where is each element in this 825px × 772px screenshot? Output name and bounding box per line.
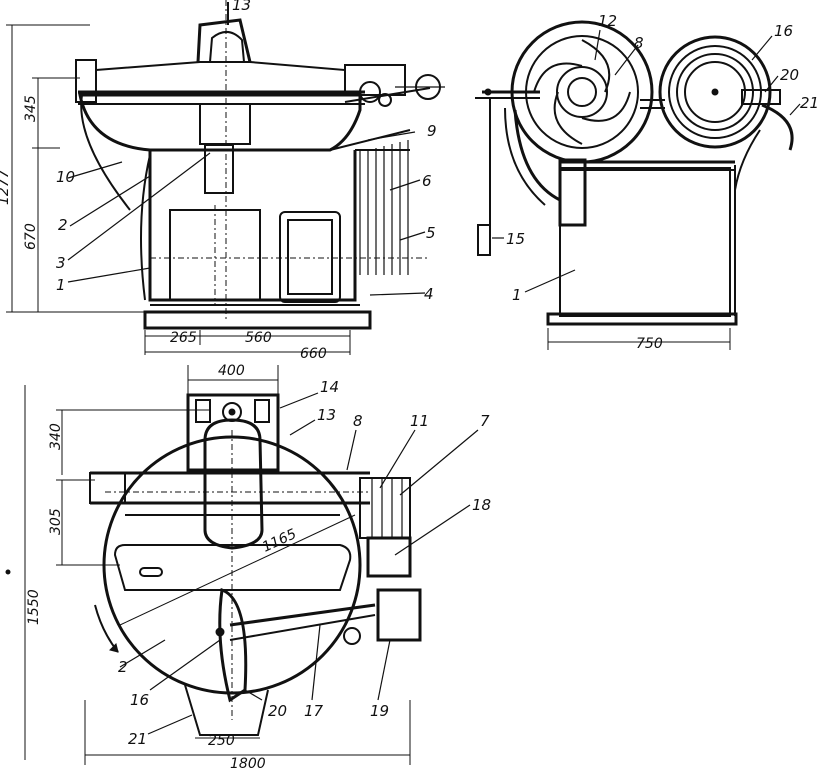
side-view: 12 8 16 20 21 15 1 750 [475, 12, 819, 352]
plan-dim-340: 340 [48, 423, 64, 450]
front-dim-265: 265 [170, 330, 197, 346]
side-label-15: 15 [506, 230, 525, 248]
side-label-8: 8 [634, 34, 644, 52]
plan-dim-250: 250 [208, 733, 235, 749]
plan-label-19: 19 [370, 702, 389, 720]
front-label-2: 2 [58, 216, 68, 234]
plan-label-13: 13 [317, 406, 336, 424]
front-label-10: 10 [56, 168, 75, 186]
plan-label-8: 8 [353, 412, 363, 430]
front-label-9: 9 [427, 122, 437, 140]
plan-dim-1165: 1165 [260, 526, 299, 556]
front-dim-345: 345 [23, 95, 39, 122]
front-dim-660: 660 [300, 346, 327, 362]
plan-dim-305: 305 [48, 508, 64, 535]
front-dim-560: 560 [245, 330, 272, 346]
front-label-5: 5 [426, 224, 436, 242]
front-dim-670: 670 [23, 223, 39, 250]
side-label-16: 16 [774, 22, 793, 40]
plan-dim-400: 400 [218, 363, 245, 379]
front-label-1: 1 [56, 276, 66, 294]
plan-label-21: 21 [128, 730, 147, 748]
side-label-20: 20 [780, 66, 799, 84]
side-label-1: 1 [512, 286, 522, 304]
front-view: 13 9 6 5 4 10 2 3 1 1277 345 670 265 560… [0, 0, 445, 362]
plan-dim-1800: 1800 [230, 756, 266, 772]
front-label-6: 6 [422, 172, 432, 190]
front-label-3: 3 [56, 254, 66, 272]
plan-label-18: 18 [472, 496, 491, 514]
side-label-12: 12 [598, 12, 617, 30]
plan-dim-1550: 1550 [26, 589, 42, 625]
side-dim-750: 750 [636, 336, 663, 352]
plan-label-14: 14 [320, 378, 339, 396]
plan-label-2: 2 [118, 658, 128, 676]
side-label-21: 21 [800, 94, 819, 112]
radiator-fins [359, 140, 409, 275]
plan-label-16: 16 [130, 691, 149, 709]
plan-view: 400 14 13 8 11 7 18 2 16 20 17 19 21 340… [5, 363, 491, 772]
plan-label-20: 20 [268, 702, 287, 720]
plan-label-7: 7 [480, 412, 490, 430]
plan-label-11: 11 [410, 412, 429, 430]
front-label-4: 4 [424, 285, 434, 303]
front-label-13: 13 [232, 0, 251, 14]
front-dim-1277: 1277 [0, 169, 12, 205]
plan-label-17: 17 [304, 702, 324, 720]
